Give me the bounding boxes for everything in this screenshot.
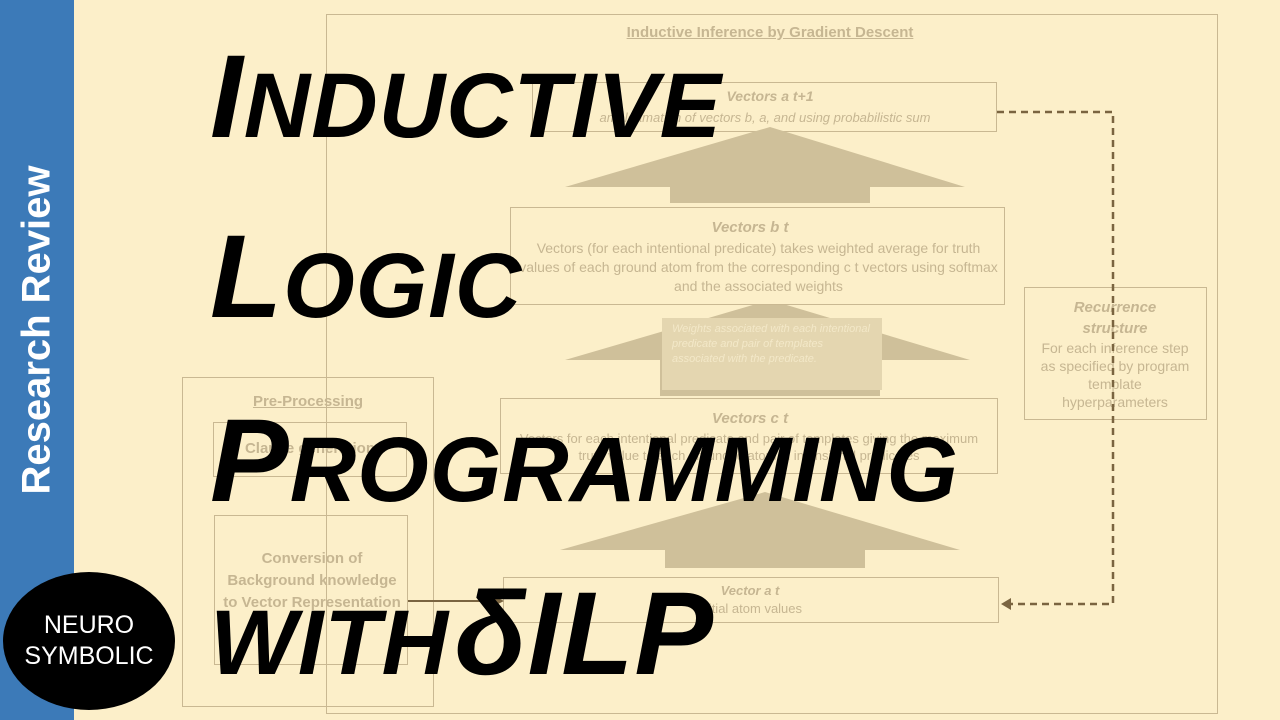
preprocessing-box xyxy=(182,377,434,707)
vectors-b-box xyxy=(510,207,1005,305)
title-line-3: PROGRAMMING xyxy=(210,402,959,520)
vector-a-title: Vector a t xyxy=(720,583,780,598)
title-line-2-first: L xyxy=(210,211,284,343)
sidebar-label: Research Review xyxy=(14,165,59,495)
vectors-c-desc: Vectors for each intentional predicate a… xyxy=(519,431,979,463)
neuro-symbolic-logo: NEURO SYMBOLIC xyxy=(3,572,175,710)
vectors-c-title: Vectors c t xyxy=(711,410,789,427)
recurrence-desc: For each inference step as specified by … xyxy=(1040,340,1190,410)
conversion-box xyxy=(214,515,408,665)
top-box-title: Vectors a t+1 xyxy=(726,88,814,104)
preprocessing-title: Pre-Processing xyxy=(252,393,364,410)
clause-text: Clause generation xyxy=(244,440,376,457)
logo-line-1: NEURO xyxy=(43,611,135,639)
recurrence-connector xyxy=(997,110,1115,610)
weights-box xyxy=(662,318,882,390)
clause-box xyxy=(213,422,407,477)
title-line-4-first: WITH xyxy=(210,592,450,694)
top-box-desc: amalgamation of vectors b, a, and using … xyxy=(599,110,931,125)
title-line-2-rest: OGIC xyxy=(283,235,523,337)
recurrence-box xyxy=(1024,287,1207,420)
title-line-2: LOGIC xyxy=(210,218,522,336)
vectors-b-desc: Vectors (for each intentional predicate)… xyxy=(519,240,998,294)
title-line-1-first: I xyxy=(210,31,244,163)
title-line-3-first: P xyxy=(210,395,290,527)
logo-line-2: SYMBOLIC xyxy=(24,642,154,670)
vectors-c-box xyxy=(500,398,998,474)
vector-a-box xyxy=(503,577,999,623)
weights-text: Weights associated with each intentional… xyxy=(672,323,870,365)
conversion-arrow xyxy=(408,596,504,606)
conversion-text: Conversion of Background knowledge to Ve… xyxy=(223,550,401,611)
title-line-4-rest: δILP xyxy=(454,568,715,700)
up-arrow-3 xyxy=(560,492,960,568)
recurrence-title: Recurrence structure xyxy=(1073,299,1157,337)
title-line-1: INDUCTIVE xyxy=(210,38,722,156)
title-line-4: WITH δILP xyxy=(210,575,714,693)
title-line-1-rest: NDUCTIVE xyxy=(243,55,723,157)
up-arrow-1 xyxy=(565,127,965,203)
vectors-b-title: Vectors b t xyxy=(711,219,789,236)
vector-a-desc: Initial atom values xyxy=(697,601,803,616)
diagram-frame xyxy=(326,14,1218,714)
title-line-3-rest: ROGRAMMING xyxy=(289,419,959,521)
diagram-title: Inductive Inference by Gradient Descent xyxy=(626,24,914,41)
